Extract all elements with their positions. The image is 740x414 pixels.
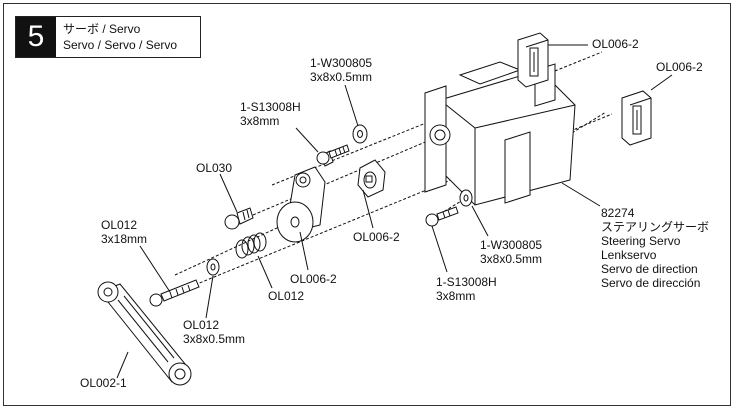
label-servo-code: 82274 xyxy=(601,206,635,220)
guide-line-shaft xyxy=(157,113,613,301)
label-ol006-right: OL006-2 xyxy=(656,60,703,74)
ball-stud xyxy=(224,207,254,230)
leader-ol030 xyxy=(219,173,238,213)
diagram-frame xyxy=(3,3,731,406)
screw-long xyxy=(149,279,200,307)
leader-arm xyxy=(116,351,129,379)
leader-horn-b xyxy=(299,231,309,271)
label-s13008h-top-size: 3x8mm xyxy=(240,114,279,128)
step-title-line1: サーボ / Servo xyxy=(63,22,141,36)
label-ol012-spring: OL012 xyxy=(268,289,304,303)
servo-horn xyxy=(276,166,326,243)
step-title-line2: Servo / Servo / Servo xyxy=(63,38,178,52)
servo-mount-right xyxy=(621,90,652,146)
step-header: 5 サーボ / Servo Servo / Servo / Servo xyxy=(15,16,201,58)
servo-body xyxy=(424,61,576,206)
guide-line-mid xyxy=(252,139,431,216)
label-servo-en: Steering Servo xyxy=(601,234,681,248)
leader-w-top xyxy=(344,84,359,127)
label-ol012-washer-code: OL012 xyxy=(183,318,219,332)
label-w300805-bottom-size: 3x8x0.5mm xyxy=(480,252,542,266)
label-servo-es: Servo de dirección xyxy=(601,276,700,290)
horn-collar xyxy=(357,159,386,198)
label-ol006-top: OL006-2 xyxy=(592,37,639,51)
guide-line-left xyxy=(174,214,306,276)
leader-servo xyxy=(561,182,601,207)
label-s13008h-top-code: 1-S13008H xyxy=(240,100,301,114)
washer-lower xyxy=(206,258,220,276)
label-servo-fr: Servo de direction xyxy=(601,262,698,276)
label-servo-de: Lenkservo xyxy=(601,248,657,262)
leader-ol012-shaft xyxy=(139,245,171,293)
screw-top xyxy=(316,144,350,167)
label-ol012-shaft-size: 3x18mm xyxy=(101,232,147,246)
label-s13008h-bottom-size: 3x8mm xyxy=(436,289,475,303)
label-horn-b: OL006-2 xyxy=(290,272,337,286)
spring xyxy=(235,232,267,259)
label-horn-a: OL006-2 xyxy=(353,230,400,244)
leader-s-bottom xyxy=(431,225,448,273)
leader-washer-lower xyxy=(205,275,214,319)
label-ol012-washer-size: 3x8x0.5mm xyxy=(183,332,245,346)
servo-link-arm xyxy=(97,281,192,386)
label-ol012-shaft-code: OL012 xyxy=(101,218,137,232)
label-w300805-top-code: 1-W300805 xyxy=(310,56,372,70)
label-servo-jp: ステアリングサーボ xyxy=(601,220,709,234)
servo-mount-top xyxy=(517,32,549,88)
washer-top xyxy=(352,124,368,144)
leader-horn-a xyxy=(362,189,374,229)
label-ol002: OL002-1 xyxy=(80,376,127,390)
leader-spring xyxy=(257,255,273,289)
label-w300805-bottom-code: 1-W300805 xyxy=(480,238,542,252)
leader-ol006-right xyxy=(650,74,673,91)
step-number: 5 xyxy=(16,17,56,57)
washer-bottom xyxy=(459,189,473,207)
leader-s-top xyxy=(295,127,319,153)
label-w300805-top-size: 3x8x0.5mm xyxy=(310,70,372,84)
leader-w-bottom xyxy=(471,205,489,237)
label-s13008h-bottom-code: 1-S13008H xyxy=(436,275,497,289)
label-ol030: OL030 xyxy=(196,161,232,175)
screw-bottom xyxy=(425,206,459,227)
